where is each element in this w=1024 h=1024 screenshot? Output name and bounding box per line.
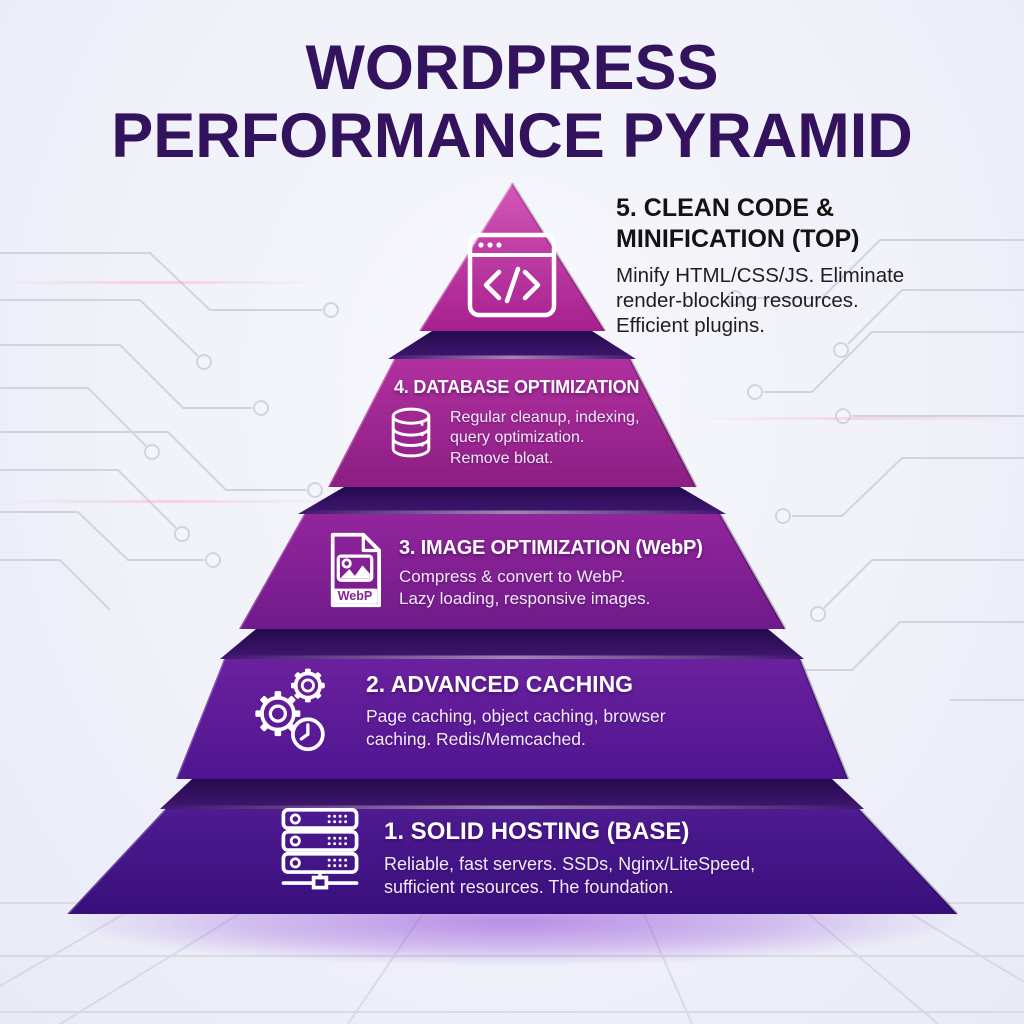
gears-clock-icon <box>246 661 336 755</box>
webp-file-icon: WebP <box>326 531 384 610</box>
tier-1-edge-highlight <box>160 805 864 810</box>
tier-1-label: 1. SOLID HOSTING (BASE) Reliable, fast s… <box>276 808 856 900</box>
tier-2-edge-highlight <box>220 655 804 660</box>
tier-2-left-bevel <box>174 658 226 780</box>
server-rack-icon <box>276 808 364 894</box>
tier-4-right-bevel <box>628 358 698 488</box>
tier-3-left-bevel <box>237 513 306 630</box>
webp-icon-label: WebP <box>338 589 373 603</box>
small-gear <box>291 668 325 703</box>
tier-1-top-surface <box>160 779 864 809</box>
tier-5-label: 5. CLEAN CODE & MINIFICATION (TOP) Minif… <box>616 193 966 339</box>
tier-1-heading: 1. SOLID HOSTING (BASE) <box>384 818 690 845</box>
tier-4-label: 4. DATABASE OPTIMIZATION Regular cleanup… <box>388 377 688 469</box>
tier-5-description: Minify HTML/CSS/JS. Eliminate render-blo… <box>616 264 905 338</box>
circuit-traces-left <box>0 252 339 611</box>
tier-5-left-bevel <box>417 182 514 332</box>
tier-2-top-surface <box>220 629 804 659</box>
tier-1-description: Reliable, fast servers. SSDs, Nginx/Lite… <box>384 854 756 898</box>
pink-glow-streaks <box>0 281 1024 503</box>
tier-4-heading: 4. DATABASE OPTIMIZATION <box>394 377 640 397</box>
tier-3-heading: 3. IMAGE OPTIMIZATION (WebP) <box>399 537 703 559</box>
tier-4-edge-highlight <box>388 355 636 359</box>
tier-3-top-surface <box>298 487 726 514</box>
circuit-traces-right <box>727 239 1024 701</box>
tier-5-heading-line-1: 5. CLEAN CODE & <box>616 194 835 222</box>
tier-1-right-bevel <box>857 807 959 916</box>
tier-2-label: 2. ADVANCED CACHING Page caching, object… <box>246 661 786 755</box>
tier-3-right-bevel <box>718 513 787 630</box>
tier-4-left-bevel <box>326 358 396 488</box>
title-line-1: WORDPRESS <box>305 33 719 103</box>
tier-2-face <box>176 659 848 779</box>
tier-1-left-bevel <box>65 807 167 916</box>
tier-2-right-bevel <box>798 658 850 780</box>
tier-3-label: WebP 3. IMAGE OPTIMIZATION (WebP) Compre… <box>326 531 766 610</box>
tier-5-right-bevel <box>510 182 607 332</box>
tier-2-description: Page caching, object caching, browser ca… <box>366 706 666 749</box>
tier-1-face <box>67 809 957 914</box>
tier-2-heading: 2. ADVANCED CACHING <box>366 671 634 697</box>
code-window-icon <box>466 231 558 319</box>
page-title: WORDPRESS PERFORMANCE PYRAMID <box>0 34 1024 170</box>
tier-3-description: Compress & convert to WebP. Lazy loading… <box>399 567 651 609</box>
tier-5-heading-line-2: MINIFICATION (TOP) <box>616 224 860 253</box>
title-line-2: PERFORMANCE PYRAMID <box>111 101 913 172</box>
large-gear <box>255 691 301 737</box>
tier-4-description: Regular cleanup, indexing, query optimiz… <box>450 409 640 467</box>
tier-3-edge-highlight <box>298 510 726 515</box>
clock <box>291 717 325 752</box>
database-icon <box>388 406 434 462</box>
tier-4-top-surface <box>388 331 636 359</box>
